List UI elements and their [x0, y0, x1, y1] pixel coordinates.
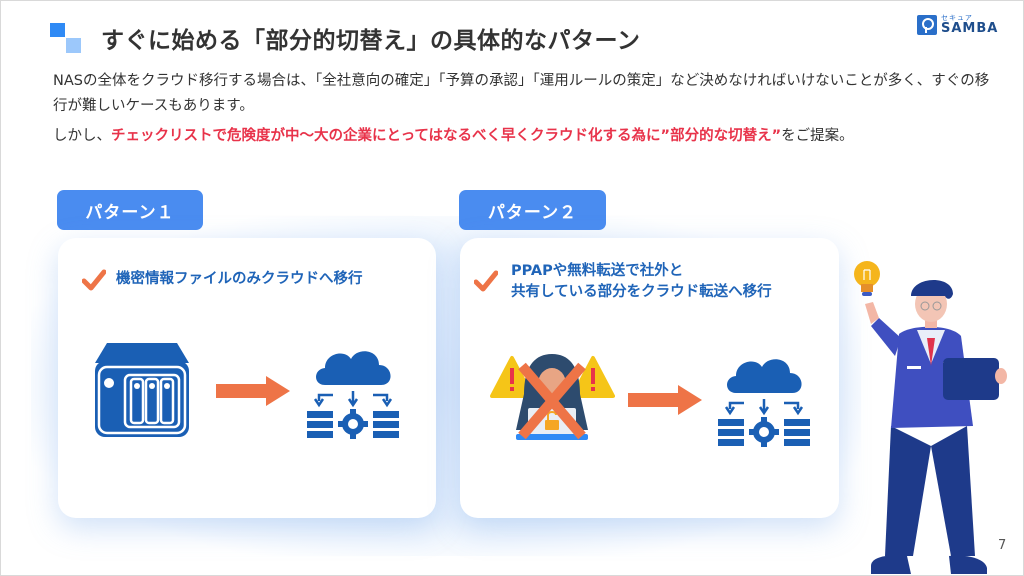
key-logo-icon — [917, 15, 937, 35]
intro-paragraph-1: NASの全体をクラウド移行する場合は、「全社意向の確定」「予算の承認」「運用ルー… — [53, 73, 990, 114]
arrow-right-icon — [216, 376, 290, 406]
title-accent-icon — [50, 23, 82, 55]
logo-kana: セキュア — [941, 14, 973, 22]
pattern-1-heading-line: 機密情報ファイルのみクラウドへ移行 — [116, 271, 363, 287]
pattern-2-heading-line-2: 共有している部分をクラウド転送へ移行 — [511, 284, 772, 300]
secure-samba-logo: セキュア SAMBA — [917, 15, 998, 35]
businessman-illustration — [854, 261, 1007, 574]
page-title: すぐに始める「部分的切替え」の具体的なパターン — [101, 28, 641, 54]
page-number: 7 — [998, 538, 1007, 553]
intro-paragraph-2: しかし、チェックリストで危険度が中～大の企業にとってはなるべく早くクラウド化する… — [53, 124, 993, 149]
intro-text: NASの全体をクラウド移行する場合は、「全社意向の確定」「予算の承認」「運用ルー… — [53, 69, 993, 149]
arrow-right-icon — [628, 385, 702, 415]
nas-storage-icon — [95, 343, 189, 437]
pattern-2-heading-line-1: PPAPや無料転送で社外と — [511, 263, 684, 279]
intro-highlight: チェックリストで危険度が中～大の企業にとってはなるべく早くクラウド化する為に”部… — [111, 128, 782, 144]
hacker-warning-crossed-icon — [490, 354, 615, 440]
pattern-1-heading: 機密情報ファイルのみクラウドへ移行 — [116, 269, 363, 290]
pattern-2-badge: パターン２ — [459, 190, 606, 230]
pattern-2-heading: PPAPや無料転送で社外と 共有している部分をクラウド転送へ移行 — [511, 261, 772, 303]
intro-suffix: をご提案。 — [781, 128, 854, 144]
logo-name: SAMBA — [941, 21, 999, 36]
intro-prefix: しかし、 — [53, 128, 111, 144]
cloud-server-icon — [307, 351, 399, 439]
pattern-1-badge: パターン１ — [57, 190, 203, 230]
pattern-2-card: PPAPや無料転送で社外と 共有している部分をクラウド転送へ移行 — [460, 238, 839, 518]
checkmark-icon — [474, 270, 498, 292]
checkmark-icon — [82, 269, 106, 291]
pattern-1-card: 機密情報ファイルのみクラウドへ移行 — [58, 238, 436, 518]
cloud-server-icon — [718, 359, 810, 447]
